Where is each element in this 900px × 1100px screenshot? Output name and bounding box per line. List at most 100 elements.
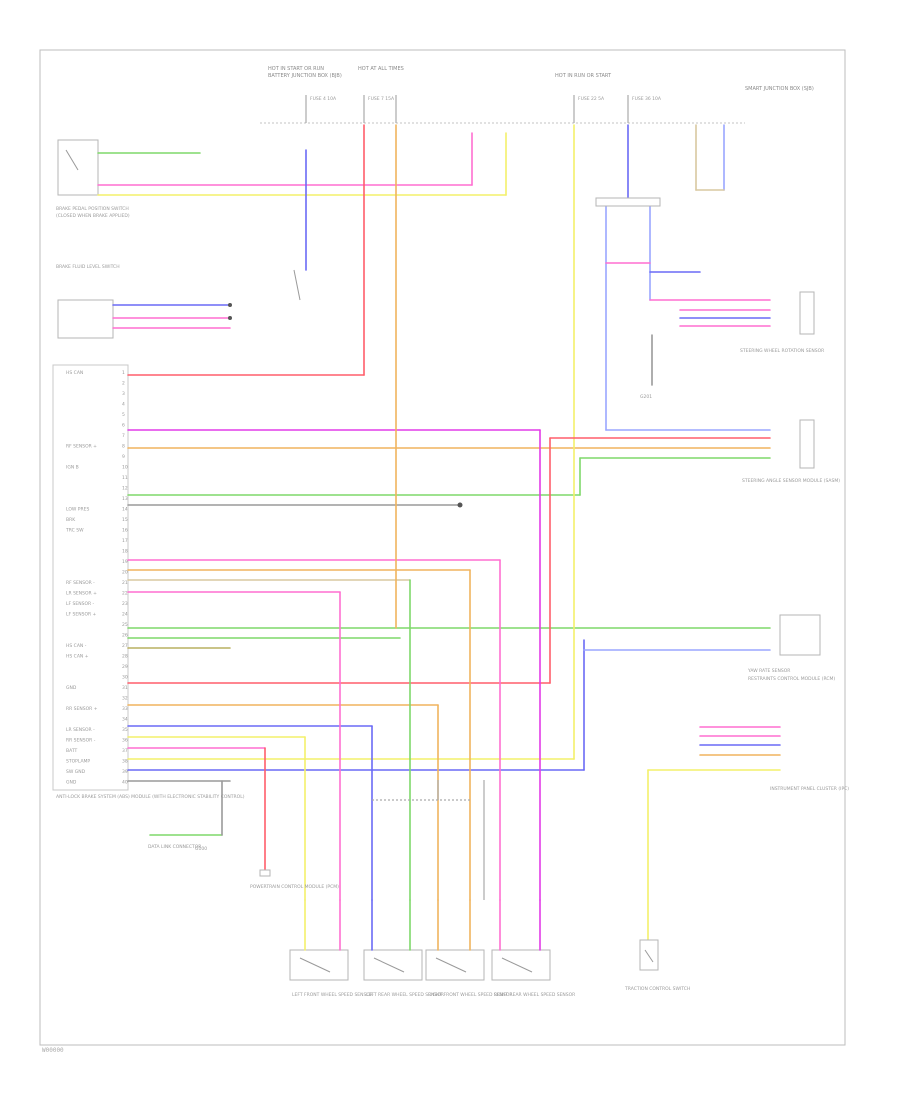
page-id: W00000 <box>42 1047 64 1054</box>
fuse-f1: FUSE 4 10A <box>305 95 337 123</box>
abs-pin-name: GND <box>66 780 77 786</box>
abs-pin-number: 13 <box>122 496 128 502</box>
abs-pin-number: 5 <box>122 412 125 418</box>
label-ground-g1: G100 <box>195 846 207 852</box>
rr-sensor[interactable]: RIGHT REAR WHEEL SPEED SENSOR <box>491 949 575 998</box>
label-abs-module: ANTI-LOCK BRAKE SYSTEM (ABS) MODULE (WIT… <box>56 794 245 800</box>
label-restraints: RESTRAINTS CONTROL MODULE (RCM) <box>748 676 835 682</box>
abs-pin-number: 38 <box>122 759 128 765</box>
label-top-fuse-c: HOT IN RUN OR START <box>555 73 612 79</box>
svg-text:FUSE 4 10A: FUSE 4 10A <box>310 96 337 102</box>
abs-pin-number: 7 <box>122 433 125 439</box>
steering-angle-connector: STEERING ANGLE SENSOR MODULE (SASM) <box>742 419 840 484</box>
abs-pin-number: 23 <box>122 601 128 607</box>
svg-text:FUSE 22 5A: FUSE 22 5A <box>578 96 605 102</box>
label-traction-switch: TRACTION CONTROL SWITCH <box>624 986 690 992</box>
abs-pin-name: STOPLAMP <box>66 759 90 765</box>
abs-pin-number: 32 <box>122 696 128 702</box>
abs-pin-number: 14 <box>122 507 128 513</box>
label-smart-junction: SMART JUNCTION BOX (SJB) <box>745 86 814 92</box>
abs-pin-name: RR SENSOR - <box>66 738 96 744</box>
abs-pin-number: 37 <box>122 748 128 754</box>
label-brake-switch: BRAKE PEDAL POSITION SWITCH <box>56 206 129 212</box>
abs-pin-number: 3 <box>122 391 125 397</box>
abs-pin-number: 18 <box>122 549 128 555</box>
fuse-f3: FUSE 22 5A <box>573 95 605 123</box>
abs-module: ANTI-LOCK BRAKE SYSTEM (ABS) MODULE (WIT… <box>52 364 245 800</box>
label-ground-g2: G201 <box>640 394 652 400</box>
abs-pin-name: RR SENSOR + <box>66 706 98 712</box>
label-rr-sensor: RIGHT REAR WHEEL SPEED SENSOR <box>494 992 575 998</box>
abs-pin-name: HS CAN - <box>66 643 87 649</box>
label-rf-sensor: RIGHT FRONT WHEEL SPEED SENSOR <box>428 992 513 998</box>
yaw-rate-sensor: YAW RATE SENSOR RESTRAINTS CONTROL MODUL… <box>747 614 835 682</box>
svg-text:FUSE 36 10A: FUSE 36 10A <box>632 96 662 102</box>
abs-pin-number: 22 <box>122 591 128 597</box>
pcm-connector <box>259 869 271 877</box>
abs-pin-number: 31 <box>122 685 128 691</box>
lf-sensor[interactable]: LEFT FRONT WHEEL SPEED SENSOR <box>289 949 373 998</box>
abs-pin-number: 28 <box>122 654 128 660</box>
label-data-link: DATA LINK CONNECTOR <box>148 844 201 850</box>
abs-pin-name: RF SENSOR - <box>66 580 95 586</box>
brake-pedal-switch: BRAKE PEDAL POSITION SWITCH (CLOSED WHEN… <box>56 139 130 219</box>
abs-pin-number: 30 <box>122 675 128 681</box>
abs-pin-number: 2 <box>122 381 125 387</box>
steering-sensor-connector: STEERING WHEEL ROTATION SENSOR <box>740 291 824 354</box>
label-steering-angle: STEERING ANGLE SENSOR MODULE (SASM) <box>742 478 840 484</box>
abs-pin-name: LF SENSOR - <box>66 601 95 607</box>
abs-pin-name: IGN B <box>66 465 79 471</box>
label-steering-sensor: STEERING WHEEL ROTATION SENSOR <box>740 348 824 354</box>
label-pcm: POWERTRAIN CONTROL MODULE (PCM) <box>250 884 339 890</box>
abs-pin-number: 21 <box>122 580 128 586</box>
abs-pin-number: 11 <box>122 475 128 481</box>
abs-pin-number: 24 <box>122 612 128 618</box>
diagram-frame <box>39 49 846 1046</box>
abs-pin-number: 1 <box>122 370 125 376</box>
label-ipc: INSTRUMENT PANEL CLUSTER (IPC) <box>770 786 849 792</box>
abs-pin-number: 36 <box>122 738 128 744</box>
abs-pin-number: 27 <box>122 643 128 649</box>
rf-sensor[interactable]: RIGHT FRONT WHEEL SPEED SENSOR <box>425 949 513 998</box>
label-abs-relay: BRAKE FLUID LEVEL SWITCH <box>56 264 120 270</box>
power-sources: HOT IN START OR RUN BATTERY JUNCTION BOX… <box>260 66 814 124</box>
label-top-fuse-a: HOT IN START OR RUN <box>268 66 324 72</box>
abs-pin-name: HS CAN + <box>66 654 89 660</box>
label-brake-switch-sub: (CLOSED WHEN BRAKE APPLIED) <box>56 213 130 219</box>
abs-pin-number: 19 <box>122 559 128 565</box>
abs-pin-number: 8 <box>122 444 125 450</box>
abs-pin-name: LR SENSOR - <box>66 727 95 733</box>
abs-pin-number: 25 <box>122 622 128 628</box>
abs-pin-number: 26 <box>122 633 128 639</box>
label-top-fuse-b: HOT AT ALL TIMES <box>358 66 404 72</box>
fuse-f2: FUSE 7 15A <box>363 95 395 123</box>
label-battery-junction: BATTERY JUNCTION BOX (BJB) <box>268 73 342 79</box>
abs-pin-number: 39 <box>122 769 128 775</box>
lr-sensor[interactable]: LEFT REAR WHEEL SPEED SENSOR <box>363 949 444 998</box>
abs-pin-number: 34 <box>122 717 128 723</box>
abs-pin-name: BATT <box>66 748 77 754</box>
abs-pin-number: 10 <box>122 465 128 471</box>
sasm-splice-box <box>595 197 661 207</box>
abs-pin-number: 16 <box>122 528 128 534</box>
abs-pin-number: 29 <box>122 664 128 670</box>
abs-pin-name: BRK <box>66 517 76 523</box>
abs-pin-number: 15 <box>122 517 128 523</box>
label-lf-sensor: LEFT FRONT WHEEL SPEED SENSOR <box>292 992 373 998</box>
brake-fluid-switch: BRAKE FLUID LEVEL SWITCH <box>56 264 120 339</box>
fuse-f4: FUSE 36 10A <box>627 95 662 123</box>
abs-pin-name: RF SENSOR + <box>66 444 97 450</box>
svg-text:FUSE 7 15A: FUSE 7 15A <box>368 96 395 102</box>
abs-pin-number: 33 <box>122 706 128 712</box>
abs-pin-name: LF SENSOR + <box>66 612 97 618</box>
abs-pin-name: LOW PRES <box>66 507 89 513</box>
abs-pin-number: 12 <box>122 486 128 492</box>
abs-pin-number: 20 <box>122 570 128 576</box>
abs-pin-name: LR SENSOR + <box>66 591 97 597</box>
abs-pin-name: HS CAN <box>66 370 83 376</box>
traction-control-switch: TRACTION CONTROL SWITCH <box>624 939 690 992</box>
abs-pin-number: 9 <box>122 454 125 460</box>
abs-pin-number: 35 <box>122 727 128 733</box>
